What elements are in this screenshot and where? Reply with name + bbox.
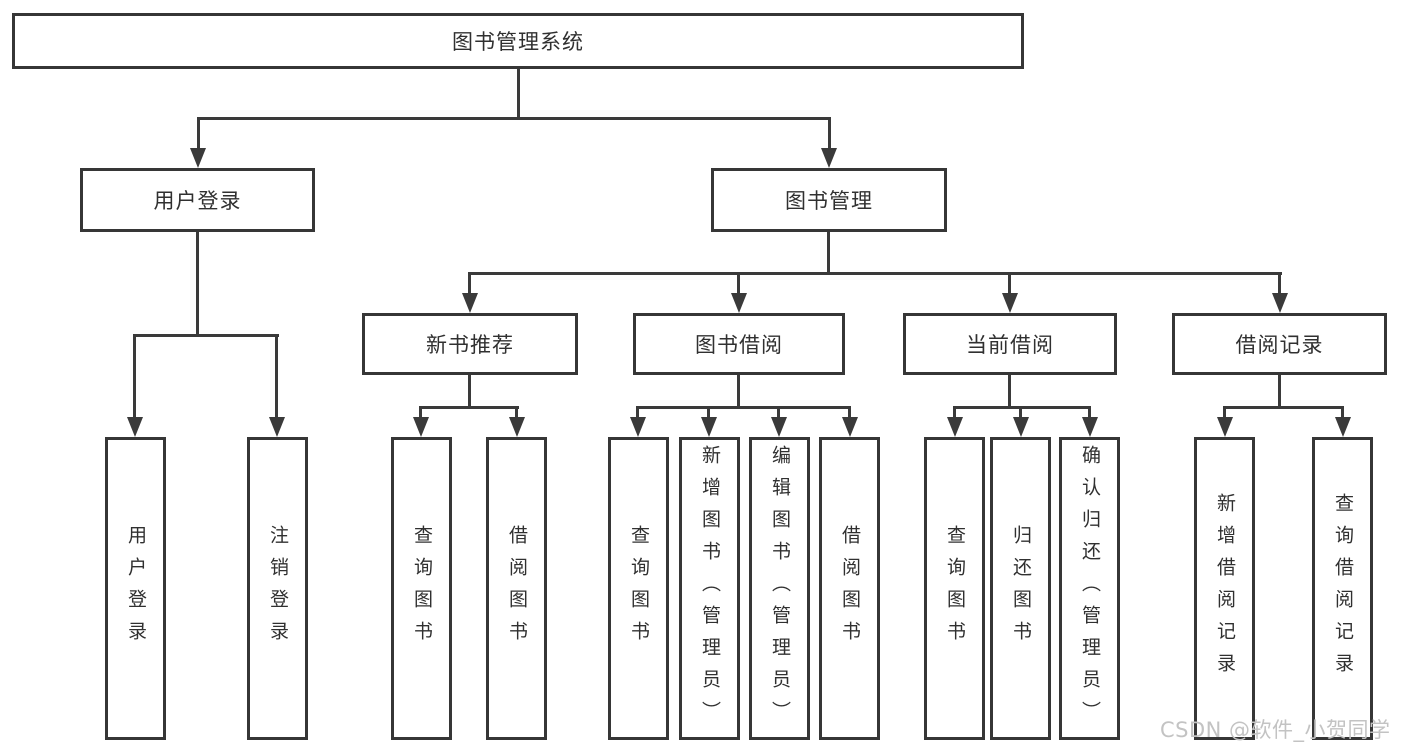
leaf-query-borrow-record: 查询借阅记录 [1312,437,1373,740]
leaf-query-book-recommend-label: 查询图书 [411,524,433,653]
arrow-down-icon [127,417,143,437]
connector-line [1341,406,1344,419]
watermark: CSDN @软件_小贺同学 [1160,718,1391,742]
connector-line [515,406,518,419]
connector-line [419,406,422,419]
connector-line [1008,272,1011,295]
node-book-management: 图书管理 [711,168,947,232]
connector-line [468,375,471,409]
arrow-down-icon [1272,293,1288,313]
arrow-down-icon [1002,293,1018,313]
node-current-borrow-label: 当前借阅 [966,333,1054,357]
connector-line [737,272,740,295]
connector-line [827,232,830,275]
leaf-borrow-book-recommend-label: 借阅图书 [506,524,528,653]
arrow-down-icon [630,417,646,437]
node-new-book-recommend-label: 新书推荐 [426,333,514,357]
connector-line [1278,272,1281,295]
connector-line [196,232,199,337]
connector-line [517,69,520,118]
connector-line [777,406,780,419]
leaf-return-book-label: 归还图书 [1010,524,1032,653]
arrow-down-icon [462,293,478,313]
leaf-edit-book-admin: 编辑图书（管理员） [749,437,810,740]
arrow-down-icon [701,417,717,437]
connector-line [197,117,831,120]
leaf-user-login: 用户登录 [105,437,166,740]
arrow-down-icon [269,417,285,437]
connector-line [636,406,851,409]
connector-line [1223,406,1226,419]
arrow-down-icon [1335,417,1351,437]
node-borrow-records: 借阅记录 [1172,313,1387,375]
node-user-login: 用户登录 [80,168,315,232]
leaf-add-book-admin: 新增图书（管理员） [679,437,740,740]
leaf-add-borrow-record-label: 新增借阅记录 [1214,492,1236,685]
connector-line [275,334,278,419]
connector-line [133,334,279,337]
leaf-logout-label: 注销登录 [267,524,289,653]
connector-line [468,272,1282,275]
arrow-down-icon [1013,417,1029,437]
arrow-down-icon [947,417,963,437]
node-book-borrow: 图书借阅 [633,313,845,375]
leaf-query-book-borrow: 查询图书 [608,437,669,740]
arrow-down-icon [1217,417,1233,437]
leaf-query-book-current: 查询图书 [924,437,985,740]
connector-line [1008,375,1011,409]
arrow-down-icon [821,148,837,168]
connector-line [953,406,956,419]
arrow-down-icon [509,417,525,437]
node-current-borrow: 当前借阅 [903,313,1117,375]
node-book-management-label: 图书管理 [785,189,873,213]
connector-line [197,117,200,150]
leaf-borrow-book-label: 借阅图书 [839,524,861,653]
node-user-login-label: 用户登录 [153,189,242,213]
leaf-borrow-book-recommend: 借阅图书 [486,437,547,740]
arrow-down-icon [413,417,429,437]
connector-line [1278,375,1281,409]
node-root-label: 图书管理系统 [452,30,584,54]
connector-line [1088,406,1091,419]
arrow-down-icon [1082,417,1098,437]
leaf-query-book-current-label: 查询图书 [944,524,966,653]
leaf-user-login-label: 用户登录 [125,524,147,653]
leaf-add-borrow-record: 新增借阅记录 [1194,437,1255,740]
connector-line [1223,406,1344,409]
leaf-add-book-admin-label: 新增图书（管理员） [699,444,721,733]
leaf-edit-book-admin-label: 编辑图书（管理员） [769,444,791,733]
arrow-down-icon [190,148,206,168]
connector-line [419,406,519,409]
node-new-book-recommend: 新书推荐 [362,313,578,375]
leaf-query-book-recommend: 查询图书 [391,437,452,740]
connector-line [636,406,639,419]
connector-line [848,406,851,419]
connector-line [737,375,740,409]
leaf-confirm-return-admin: 确认归还（管理员） [1059,437,1120,740]
leaf-query-book-borrow-label: 查询图书 [628,524,650,653]
connector-line [133,334,136,419]
arrow-down-icon [771,417,787,437]
node-root: 图书管理系统 [12,13,1024,69]
node-borrow-records-label: 借阅记录 [1235,333,1324,357]
arrow-down-icon [731,293,747,313]
leaf-query-borrow-record-label: 查询借阅记录 [1332,492,1354,685]
connector-line [828,117,831,150]
connector-line [468,272,471,295]
connector-line [1019,406,1022,419]
leaf-borrow-book: 借阅图书 [819,437,880,740]
arrow-down-icon [842,417,858,437]
connector-line [953,406,1091,409]
connector-line [707,406,710,419]
leaf-return-book: 归还图书 [990,437,1051,740]
leaf-confirm-return-admin-label: 确认归还（管理员） [1079,444,1101,733]
leaf-logout: 注销登录 [247,437,308,740]
node-book-borrow-label: 图书借阅 [695,333,783,357]
